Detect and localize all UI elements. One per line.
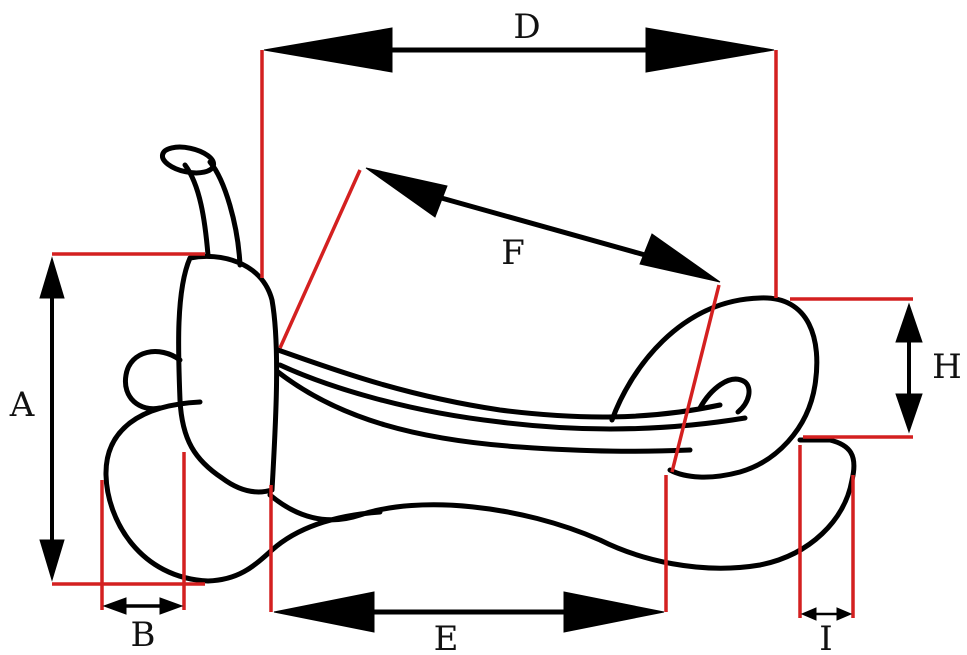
label-i: I xyxy=(819,619,832,655)
label-h: H xyxy=(932,347,962,387)
horn-cap xyxy=(159,144,217,176)
seat-lower xyxy=(275,369,693,454)
guide-f-right xyxy=(670,284,721,473)
arrow-e xyxy=(273,591,665,633)
arrow-f xyxy=(365,167,721,283)
dimension-arrows xyxy=(39,27,923,633)
arrow-b xyxy=(102,597,184,615)
label-b: B xyxy=(131,615,156,655)
fork-block xyxy=(176,253,280,495)
horn-stem xyxy=(182,159,243,268)
seat-rail xyxy=(277,362,748,432)
cantle xyxy=(609,295,820,480)
label-a: A xyxy=(9,385,35,425)
labels: A B D E F H I xyxy=(9,7,962,655)
arrow-a xyxy=(39,256,65,582)
arrow-h xyxy=(895,302,923,434)
guide-lines xyxy=(52,50,913,618)
guide-f-left xyxy=(278,169,362,349)
arrow-d xyxy=(263,27,775,73)
seat-top xyxy=(275,347,723,420)
label-d: D xyxy=(513,7,540,47)
label-e: E xyxy=(434,619,459,655)
panel-outline xyxy=(103,399,857,584)
rosette xyxy=(122,349,183,412)
cantle-inner xyxy=(697,376,752,415)
arrow-i xyxy=(800,607,853,621)
saddle-outline xyxy=(103,144,857,584)
label-f: F xyxy=(501,233,525,273)
